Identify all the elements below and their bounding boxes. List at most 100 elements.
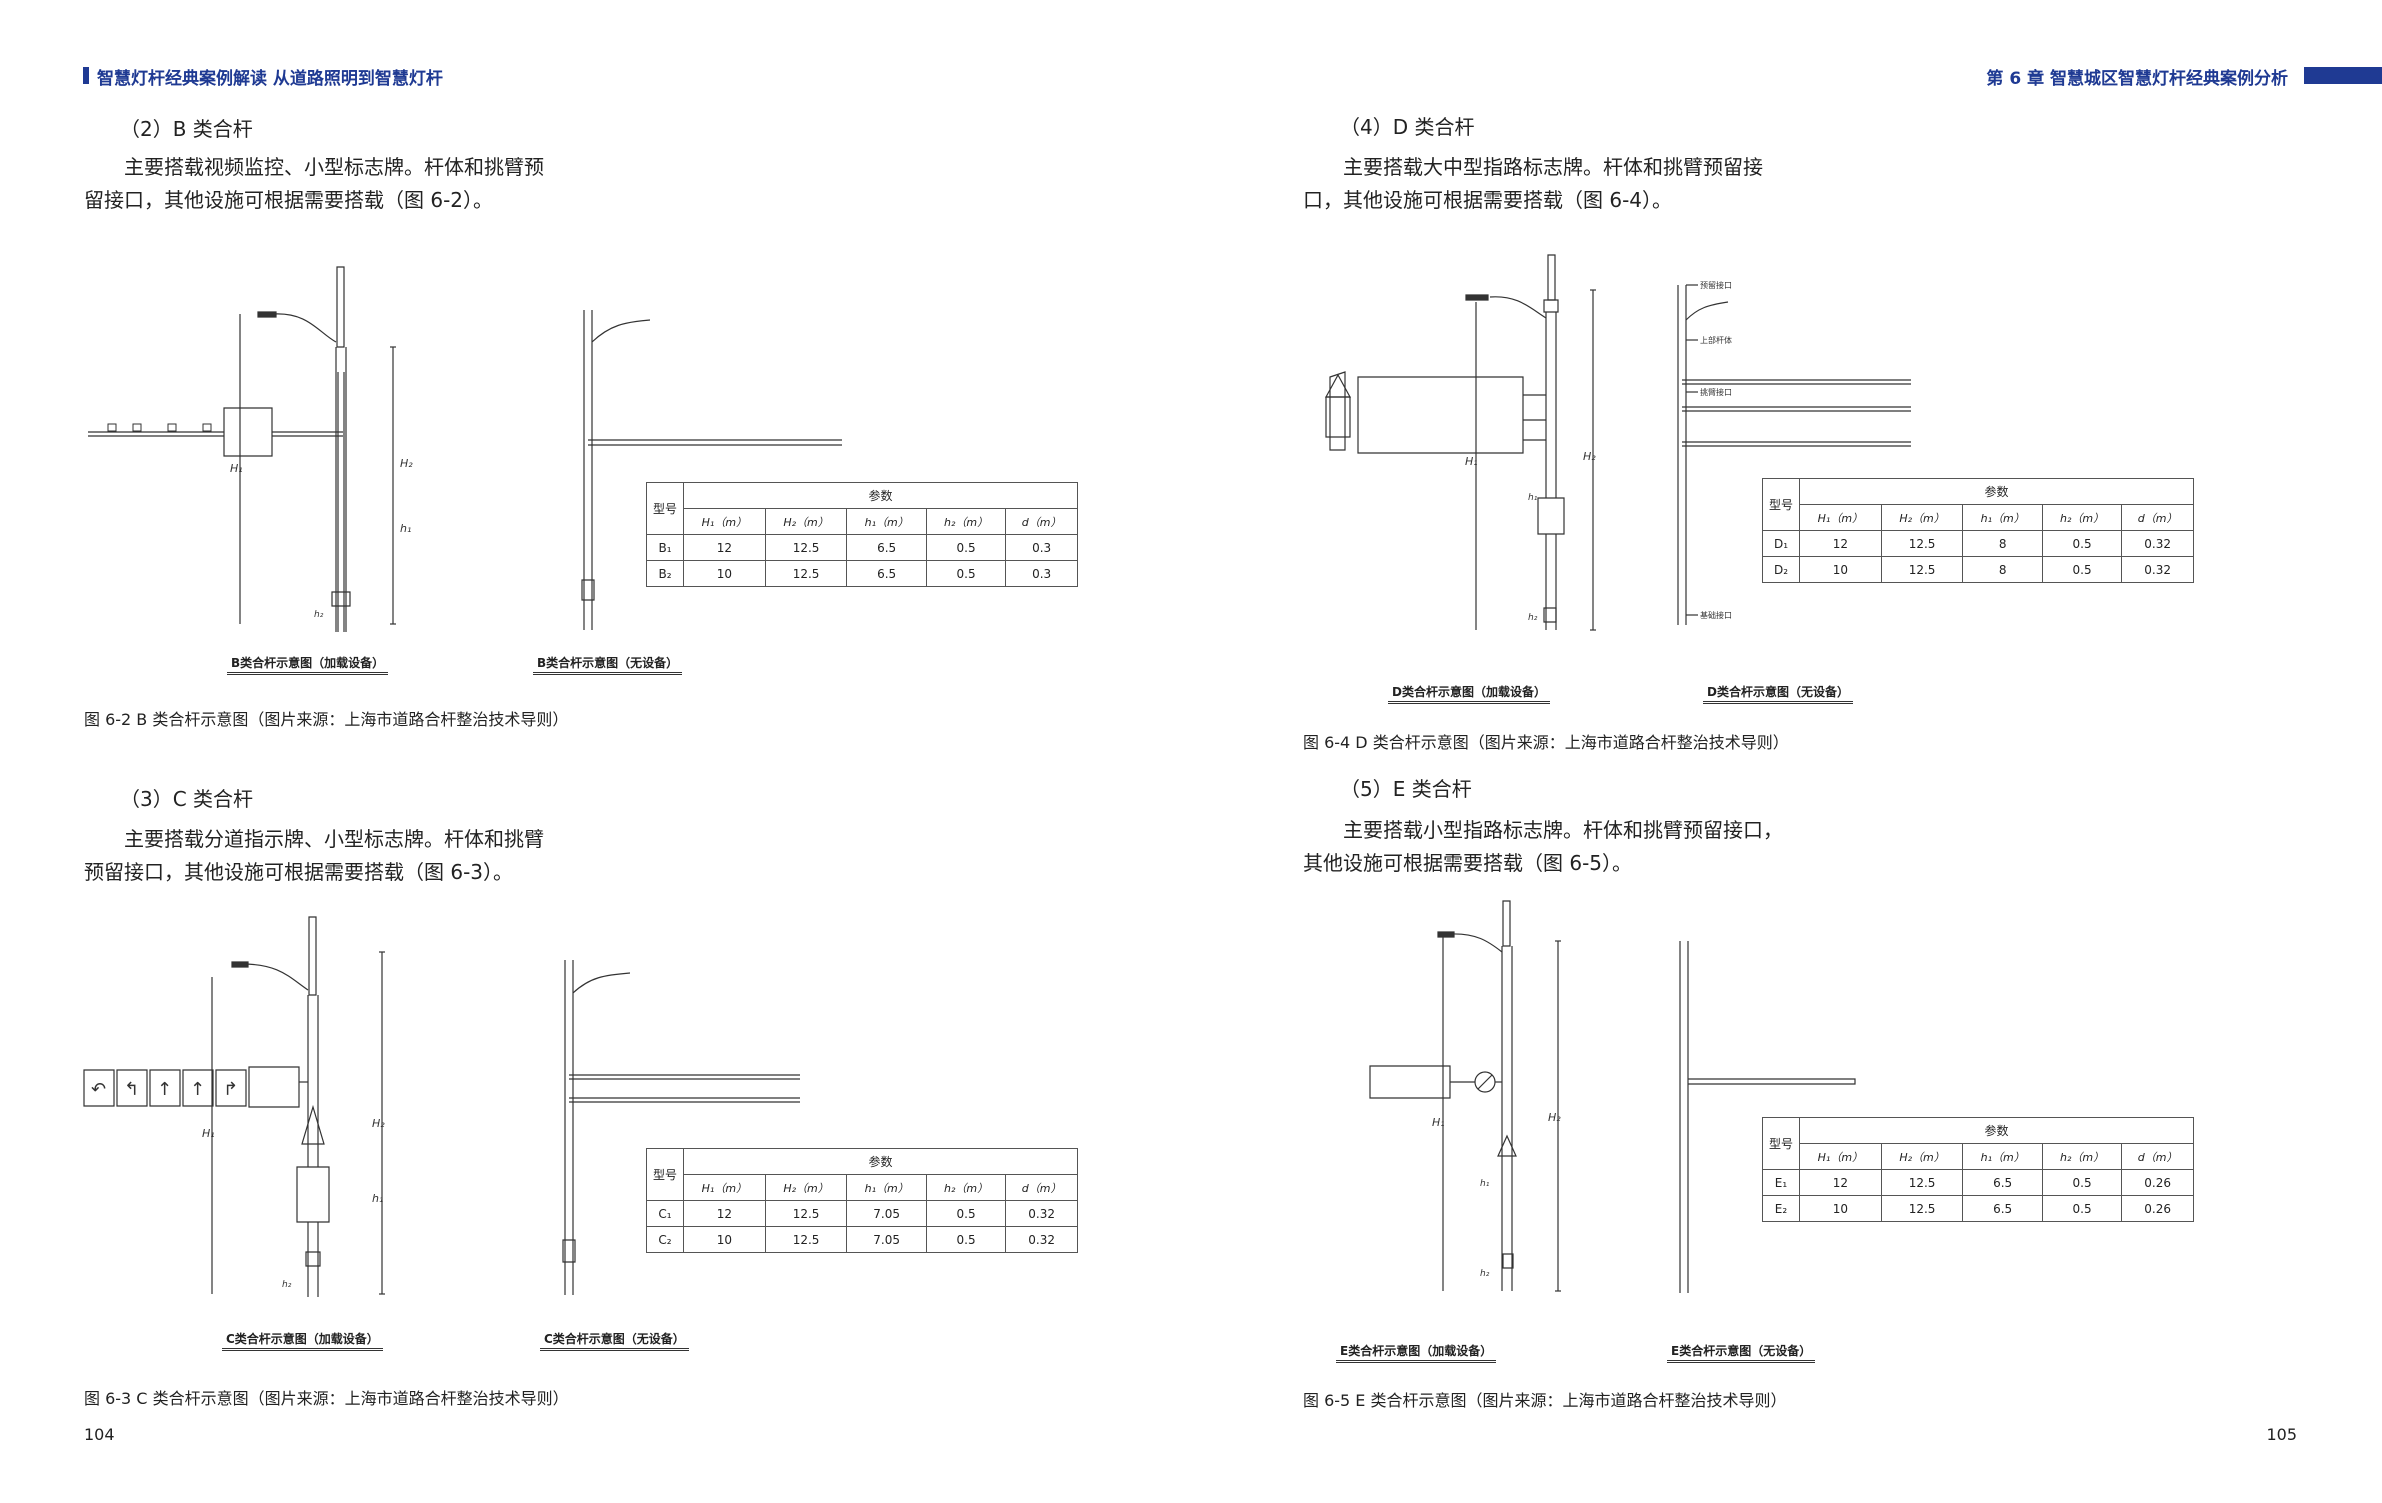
paragraph-e-line1: 主要搭载小型指路标志牌。杆体和挑臂预留接口， xyxy=(1343,818,1783,842)
label-e-empty: E类合杆示意图（无设备） xyxy=(1667,1342,1816,1363)
cell: 12.5 xyxy=(764,560,848,587)
table-row: D₁ 12 12.5 8 0.5 0.32 xyxy=(1762,530,2194,557)
cell: 10 xyxy=(1799,1195,1882,1222)
figure-c-loaded: ↶↰ ↑↑↱ H₁ H₂ h₁ h₂ xyxy=(84,912,385,1312)
label-d-loaded: D类合杆示意图（加载设备） xyxy=(1388,683,1550,704)
cell: 0.26 xyxy=(2121,1169,2194,1196)
svg-text:↱: ↱ xyxy=(223,1079,238,1100)
svg-text:↑: ↑ xyxy=(157,1079,172,1100)
table-b-model-header: 型号 xyxy=(646,482,684,535)
table-e-col: d（m） xyxy=(2121,1143,2194,1170)
annotation-upper-pole: 上部杆体 xyxy=(1700,336,1732,345)
table-e-col: h₁（m） xyxy=(1962,1143,2043,1170)
label-e-loaded: E类合杆示意图（加载设备） xyxy=(1336,1342,1497,1363)
caption-c: 图 6-3 C 类合杆示意图（图片来源：上海市道路合杆整治技术导则） xyxy=(84,1389,569,1408)
paragraph-b-line2: 留接口，其他设施可根据需要搭载（图 6-2）。 xyxy=(84,188,494,212)
svg-text:H₂: H₂ xyxy=(372,1117,385,1130)
cell: 0.32 xyxy=(2121,556,2194,583)
caption-e: 图 6-5 E 类合杆示意图（图片来源：上海市道路合杆整治技术导则） xyxy=(1303,1391,1787,1410)
table-c-col: h₁（m） xyxy=(846,1174,927,1201)
table-row: E₁ 12 12.5 6.5 0.5 0.26 xyxy=(1762,1169,2194,1196)
caption-b: 图 6-2 B 类合杆示意图（图片来源：上海市道路合杆整治技术导则） xyxy=(84,710,569,729)
table-e-col: H₂（m） xyxy=(1880,1143,1964,1170)
annotation-foundation-interface: 基础接口 xyxy=(1700,611,1732,620)
table-b-col: h₁（m） xyxy=(846,508,927,535)
cell: 12.5 xyxy=(764,1200,848,1227)
cell: 6.5 xyxy=(846,534,927,561)
svg-text:h₂: h₂ xyxy=(314,610,324,620)
cell: 8 xyxy=(1962,556,2043,583)
table-e-col: h₂（m） xyxy=(2041,1143,2123,1170)
table-c-col: h₂（m） xyxy=(925,1174,1007,1201)
figure-d-empty xyxy=(1668,280,1918,630)
cell: 6.5 xyxy=(1962,1195,2043,1222)
cell: 12.5 xyxy=(764,534,848,561)
svg-text:h₁: h₁ xyxy=(372,1192,383,1205)
table-b-params-header: 参数 xyxy=(683,482,1078,509)
figure-b-loaded: H₁ H₂ h₁ h₂ xyxy=(88,262,413,652)
cell: 0.5 xyxy=(2041,1169,2123,1196)
svg-text:h₁: h₁ xyxy=(1528,493,1538,503)
label-b-empty: B类合杆示意图（无设备） xyxy=(533,654,683,675)
cell: 10 xyxy=(683,1226,766,1253)
paragraph-c: 主要搭载分道指示牌、小型标志牌。杆体和挑臂 预留接口，其他设施可根据需要搭载（图… xyxy=(84,823,544,889)
paragraph-d-line2: 口，其他设施可根据需要搭载（图 6-4）。 xyxy=(1303,188,1673,212)
paragraph-c-line1: 主要搭载分道指示牌、小型标志牌。杆体和挑臂 xyxy=(124,827,544,851)
table-d-col: H₁（m） xyxy=(1799,504,1882,531)
table-d-col: h₁（m） xyxy=(1962,504,2043,531)
table-c-col: H₂（m） xyxy=(764,1174,848,1201)
cell: 12 xyxy=(683,1200,766,1227)
cell: 0.5 xyxy=(925,1226,1007,1253)
page-number-right: 105 xyxy=(2266,1425,2297,1444)
table-c: 型号 参数 H₁（m） H₂（m） h₁（m） h₂（m） d（m） C₁ 12… xyxy=(646,1148,1078,1253)
paragraph-b-line1: 主要搭载视频监控、小型标志牌。杆体和挑臂预 xyxy=(124,155,544,179)
table-b: 型号 参数 H₁（m） H₂（m） h₁（m） h₂（m） d（m） B₁ 12… xyxy=(646,482,1078,587)
svg-text:h₂: h₂ xyxy=(1528,613,1538,623)
svg-text:H₂: H₂ xyxy=(400,457,413,470)
cell: C₁ xyxy=(646,1200,684,1227)
cell: B₂ xyxy=(646,560,684,587)
cell: 12 xyxy=(683,534,766,561)
page-number-left: 104 xyxy=(84,1425,115,1444)
annotation-reserved-interface: 预留接口 xyxy=(1700,281,1732,290)
cell: 0.5 xyxy=(925,560,1007,587)
table-e-params-header: 参数 xyxy=(1799,1117,2194,1144)
table-row: C₂ 10 12.5 7.05 0.5 0.32 xyxy=(646,1226,1078,1253)
cell: 0.5 xyxy=(2041,530,2123,557)
table-b-col: h₂（m） xyxy=(925,508,1007,535)
section-title-c: （3）C 类合杆 xyxy=(120,787,254,811)
svg-text:↑: ↑ xyxy=(190,1079,205,1100)
svg-text:h₁: h₁ xyxy=(400,522,411,535)
table-b-col: H₁（m） xyxy=(683,508,766,535)
cell: 10 xyxy=(1799,556,1882,583)
header-bar-left xyxy=(83,67,89,84)
table-d-params-header: 参数 xyxy=(1799,478,2194,505)
table-d-model-header: 型号 xyxy=(1762,478,1800,531)
table-e: 型号 参数 H₁（m） H₂（m） h₁（m） h₂（m） d（m） E₁ 12… xyxy=(1762,1117,2194,1222)
table-c-col: H₁（m） xyxy=(683,1174,766,1201)
cell: 6.5 xyxy=(1962,1169,2043,1196)
cell: 0.5 xyxy=(925,534,1007,561)
table-row: E₂ 10 12.5 6.5 0.5 0.26 xyxy=(1762,1195,2194,1222)
svg-text:h₂: h₂ xyxy=(282,1280,292,1290)
cell: 6.5 xyxy=(846,560,927,587)
cell: 7.05 xyxy=(846,1226,927,1253)
cell: 12.5 xyxy=(1880,1169,1964,1196)
cell: 0.5 xyxy=(2041,556,2123,583)
cell: 0.3 xyxy=(1005,534,1078,561)
cell: 12.5 xyxy=(1880,1195,1964,1222)
caption-d: 图 6-4 D 类合杆示意图（图片来源：上海市道路合杆整治技术导则） xyxy=(1303,733,1789,752)
table-e-col: H₁（m） xyxy=(1799,1143,1882,1170)
figure-c-empty xyxy=(555,955,815,1300)
section-title-d: （4）D 类合杆 xyxy=(1340,115,1475,139)
label-c-loaded: C类合杆示意图（加载设备） xyxy=(222,1330,383,1351)
svg-text:h₁: h₁ xyxy=(1480,1179,1490,1189)
table-b-col: d（m） xyxy=(1005,508,1078,535)
paragraph-c-line2: 预留接口，其他设施可根据需要搭载（图 6-3）。 xyxy=(84,860,514,884)
cell: E₂ xyxy=(1762,1195,1800,1222)
section-title-e: （5）E 类合杆 xyxy=(1340,777,1472,801)
label-b-loaded: B类合杆示意图（加载设备） xyxy=(227,654,389,675)
table-b-col: H₂（m） xyxy=(764,508,848,535)
header-left-title: 智慧灯杆经典案例解读 从道路照明到智慧灯杆 xyxy=(97,69,443,89)
cell: 0.32 xyxy=(2121,530,2194,557)
